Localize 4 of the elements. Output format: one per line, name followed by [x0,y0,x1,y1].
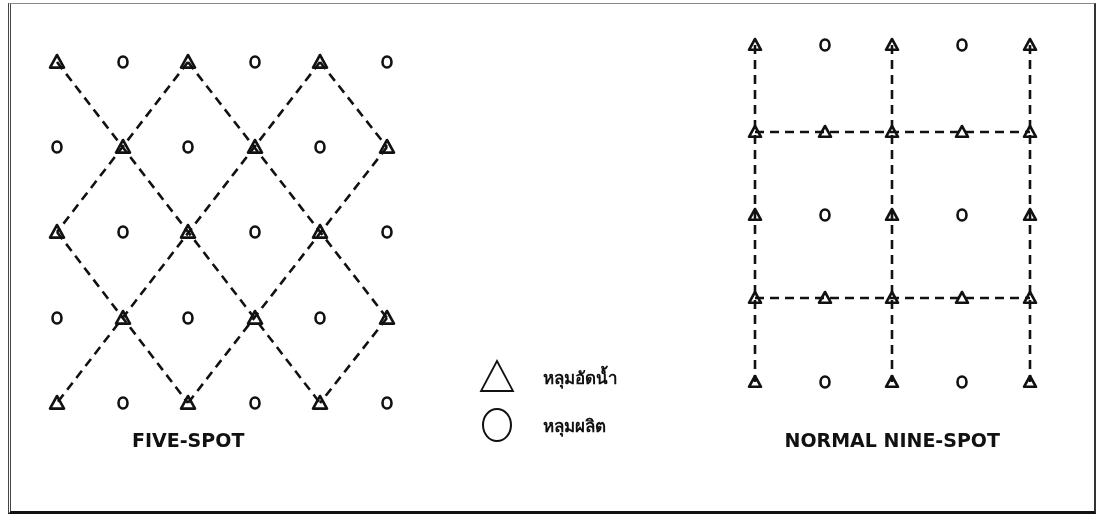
legend-label: หลุมผลิต [543,414,606,439]
pattern-title: FIVE-SPOT [132,429,245,451]
pattern-title: NORMAL NINE-SPOT [784,429,1000,451]
legend-label: หลุมอัดน้ำ [543,364,618,391]
